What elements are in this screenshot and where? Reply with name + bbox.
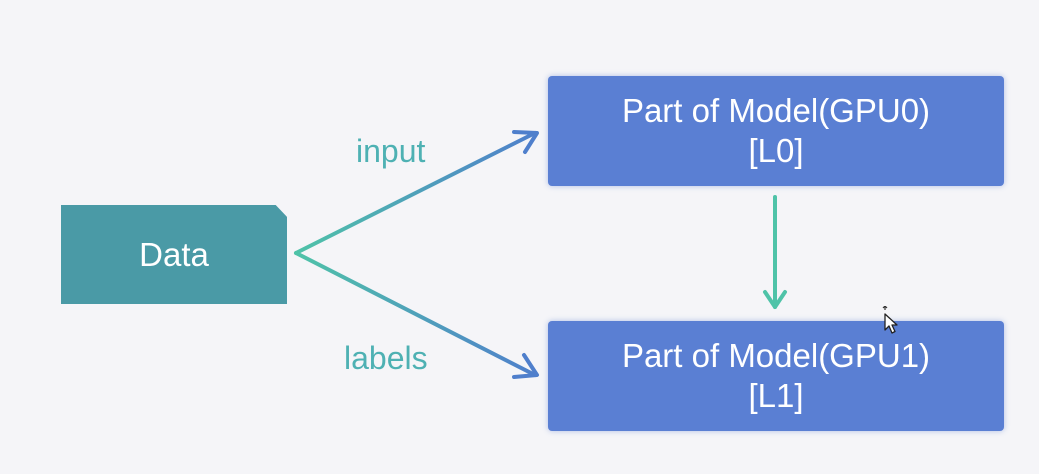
edge-label-input: input — [356, 133, 426, 169]
model-node-gpu0: Part of Model(GPU0) [L0] — [548, 76, 1004, 186]
data-node: Data — [61, 205, 287, 304]
mouse-cursor-icon — [882, 306, 898, 334]
model-node-gpu1: Part of Model(GPU1) [L1] — [548, 321, 1004, 431]
arrow-input — [294, 130, 539, 255]
edge-label-labels: labels — [344, 340, 428, 376]
model-node-title: Part of Model(GPU1) — [621, 337, 931, 374]
model-node-title: Part of Model(GPU0) — [621, 92, 931, 129]
data-node-label: Data — [139, 235, 209, 273]
model-node-layer: [L0] — [748, 132, 804, 169]
arrow-gpu0-to-gpu1 — [763, 195, 787, 309]
model-node-layer: [L1] — [748, 377, 804, 414]
arrow-labels — [294, 251, 539, 379]
